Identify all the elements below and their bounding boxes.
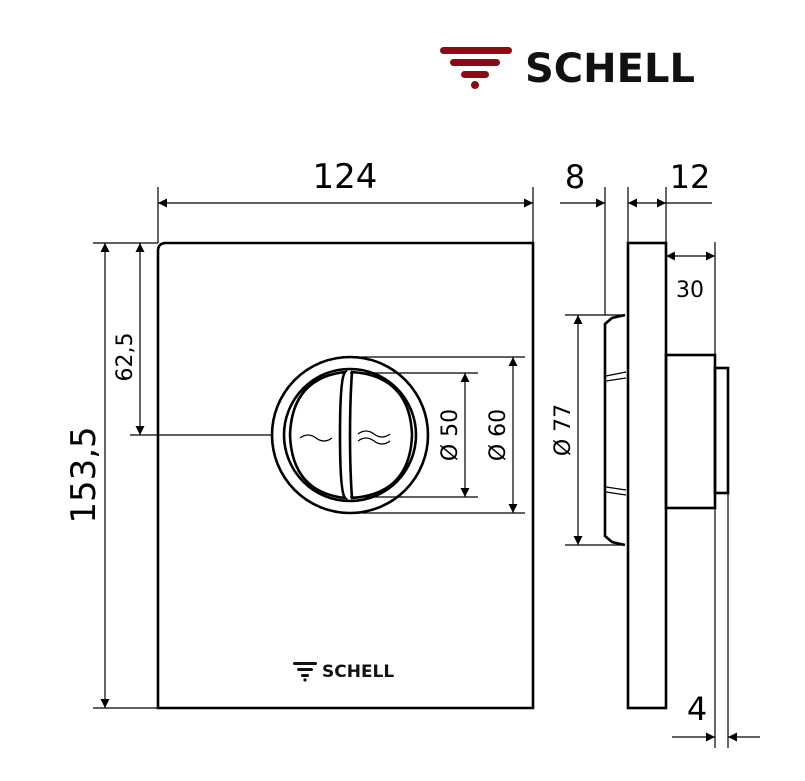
button-offset-label: 62,5 xyxy=(113,333,138,382)
flush-button xyxy=(270,355,430,515)
schell-logo: SCHELL xyxy=(440,46,695,92)
side-plate xyxy=(626,241,668,710)
plate-logo-mark-icon xyxy=(293,662,317,682)
water-wave-double-icon xyxy=(357,430,391,445)
water-wave-icon xyxy=(299,434,333,442)
protrusion-label: 30 xyxy=(676,278,704,303)
inner-diameter-label: Ø 50 xyxy=(438,409,463,461)
large-flush-half xyxy=(348,370,414,500)
width-label: 124 xyxy=(313,157,378,197)
logo-mark-icon xyxy=(440,47,512,89)
height-label: 153,5 xyxy=(64,426,104,523)
backbox xyxy=(603,313,626,547)
small-flush-half xyxy=(288,370,349,500)
plate-logo-text: SCHELL xyxy=(322,662,394,682)
rear-step xyxy=(713,366,730,495)
outer-diameter-label: Ø 60 xyxy=(486,409,511,461)
front-view: 124 153,5 62,5 Ø 50 Ø 60 xyxy=(64,157,535,710)
backbox-diameter-label: Ø 77 xyxy=(551,404,576,456)
logo-text: SCHELL xyxy=(525,46,695,92)
step-label: 4 xyxy=(687,690,707,728)
rear-housing xyxy=(664,353,717,510)
plate-thickness-label: 12 xyxy=(670,158,711,196)
side-view: 8 12 30 Ø 77 4 xyxy=(551,158,760,748)
cover-plate xyxy=(156,241,535,710)
depth-back-label: 8 xyxy=(565,158,585,196)
plate-logo: SCHELL xyxy=(293,662,394,682)
